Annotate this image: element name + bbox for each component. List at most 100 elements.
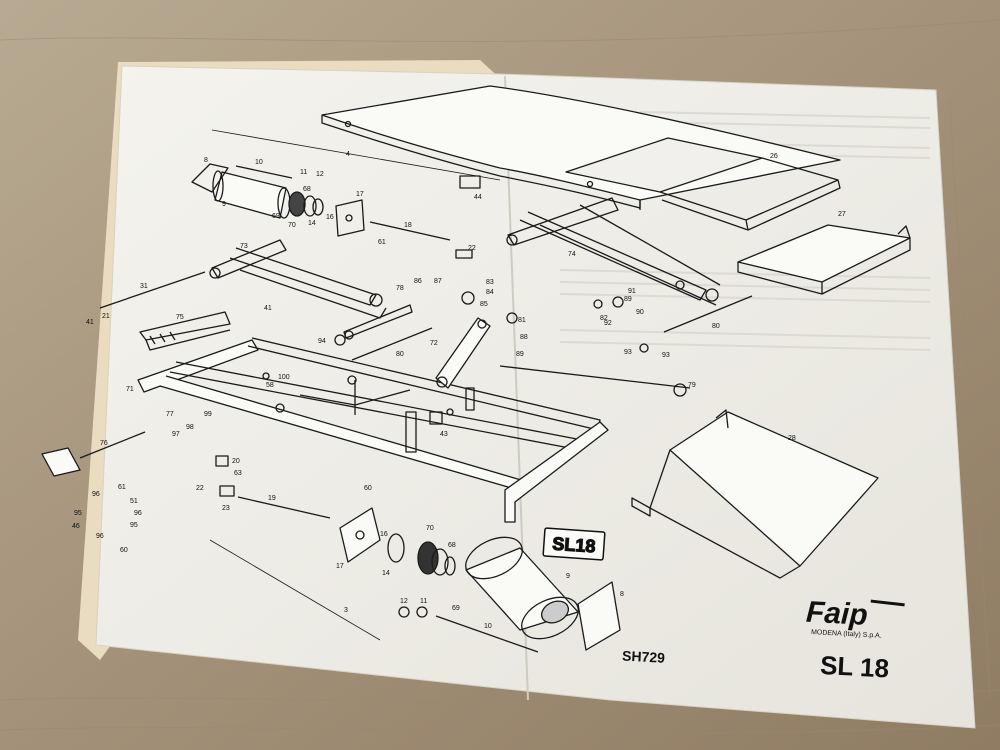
model-name: SL 18 bbox=[819, 650, 889, 684]
callout-label: 85 bbox=[480, 301, 488, 308]
callout-label: 72 bbox=[430, 340, 438, 347]
callout-label: 22 bbox=[468, 245, 476, 252]
callout-label: 99 bbox=[204, 411, 212, 418]
callout-label: 63 bbox=[234, 470, 242, 477]
callout-label: 80 bbox=[712, 323, 720, 330]
callout-label: 68 bbox=[303, 186, 311, 193]
callout-label: 9 bbox=[566, 573, 570, 580]
callout-label: 87 bbox=[434, 278, 442, 285]
scissor-arm-73 bbox=[209, 239, 413, 340]
manual-page bbox=[95, 65, 976, 729]
callout-label: 94 bbox=[318, 338, 326, 345]
rod-80-right bbox=[663, 295, 753, 333]
callout-label: 68 bbox=[448, 542, 456, 549]
callout-label: 28 bbox=[788, 435, 796, 442]
callout-label: 75 bbox=[176, 314, 184, 321]
callout-label: 10 bbox=[484, 623, 492, 630]
callout-label: 41 bbox=[86, 319, 94, 326]
rod-19 bbox=[237, 496, 331, 519]
callout-label: 93 bbox=[624, 349, 632, 356]
nameplate-45: SL18 bbox=[542, 527, 606, 561]
cylinder-lower-9 bbox=[465, 536, 579, 640]
callout-label: 20 bbox=[232, 458, 240, 465]
push-rod-79 bbox=[499, 365, 691, 389]
callout-label: 43 bbox=[440, 431, 448, 438]
callout-label: 44 bbox=[474, 194, 482, 201]
callout-label: 98 bbox=[186, 424, 194, 431]
lever-75 bbox=[139, 311, 231, 351]
drawing-code: SH729 bbox=[622, 648, 666, 666]
pin-94 bbox=[334, 334, 346, 346]
rod-18 bbox=[369, 221, 451, 241]
plate-8-lower bbox=[577, 581, 621, 651]
block-43 bbox=[429, 411, 443, 425]
callout-label: 27 bbox=[838, 211, 846, 218]
callout-label: 9 bbox=[222, 201, 226, 208]
cylinder-top-9 bbox=[191, 163, 324, 219]
callout-label: 23 bbox=[222, 505, 230, 512]
callout-label: 78 bbox=[396, 285, 404, 292]
block-22 bbox=[455, 249, 473, 259]
callout-label: 11 bbox=[300, 169, 307, 176]
spacer-85 bbox=[461, 291, 475, 305]
callout-label: 17 bbox=[336, 563, 344, 570]
callout-label: 89 bbox=[516, 351, 524, 358]
callout-label: 51 bbox=[130, 498, 138, 505]
faip-logo: Faip MODENA (Italy) S.p.A. bbox=[805, 596, 905, 640]
callout-labels: 8 10 9 11 12 68 69 70 14 16 17 4 44 18 6… bbox=[72, 151, 846, 630]
scissor-arm-74 bbox=[506, 197, 721, 306]
bracket-17-lower bbox=[339, 507, 381, 563]
callout-label: 16 bbox=[380, 531, 388, 538]
callout-label: 84 bbox=[486, 289, 494, 296]
piston-lower bbox=[417, 541, 456, 576]
screw-100 bbox=[262, 372, 270, 380]
washer-90 bbox=[612, 296, 624, 308]
callout-label: 61 bbox=[118, 484, 126, 491]
callout-label: 97 bbox=[172, 431, 180, 438]
callout-label: 80 bbox=[396, 351, 404, 358]
push-rod-end bbox=[673, 383, 687, 397]
callout-label: 22 bbox=[196, 485, 204, 492]
callout-label: 83 bbox=[486, 279, 494, 286]
nut-12 bbox=[398, 606, 410, 618]
block-22-lower bbox=[219, 485, 235, 497]
callout-label: 73 bbox=[240, 243, 248, 250]
callout-label: 82 bbox=[600, 315, 608, 322]
callout-label: 11 bbox=[420, 598, 427, 605]
logo-pencil-mark bbox=[870, 599, 905, 607]
callout-label: 95 bbox=[130, 522, 138, 529]
callout-label: 60 bbox=[364, 485, 372, 492]
callout-label: 14 bbox=[308, 220, 316, 227]
callout-label: 77 bbox=[166, 411, 174, 418]
callout-label: 69 bbox=[272, 213, 280, 220]
callout-label: 81 bbox=[518, 317, 526, 324]
callout-label: 76 bbox=[100, 440, 108, 447]
base-frame bbox=[137, 337, 609, 523]
callout-label: 3 bbox=[344, 607, 348, 614]
drawer-28 bbox=[631, 409, 879, 579]
callout-label: 96 bbox=[134, 510, 142, 517]
callout-label: 86 bbox=[414, 278, 422, 285]
callout-label: 71 bbox=[126, 386, 134, 393]
block-20 bbox=[215, 455, 229, 467]
logo-text: Faip bbox=[805, 596, 868, 632]
callout-label: 18 bbox=[404, 222, 412, 229]
callout-label: 8 bbox=[620, 591, 624, 598]
callout-label: 90 bbox=[636, 309, 644, 316]
callout-label: 69 bbox=[452, 605, 460, 612]
callout-label: 93 bbox=[662, 352, 670, 359]
callout-label: 95 bbox=[74, 510, 82, 517]
callout-label: 21 bbox=[102, 313, 110, 320]
callout-label: 17 bbox=[356, 191, 364, 198]
break-line-upper bbox=[211, 129, 501, 181]
washer-89 bbox=[593, 299, 603, 309]
callout-label: 58 bbox=[266, 382, 274, 389]
callout-label: 4 bbox=[346, 151, 350, 158]
callout-label: 70 bbox=[288, 222, 296, 229]
rod-10-lower bbox=[435, 615, 539, 653]
callout-label: 10 bbox=[255, 159, 263, 166]
callout-label: 26 bbox=[770, 153, 778, 160]
rod-10-top bbox=[235, 165, 293, 179]
washer-93 bbox=[639, 343, 649, 353]
